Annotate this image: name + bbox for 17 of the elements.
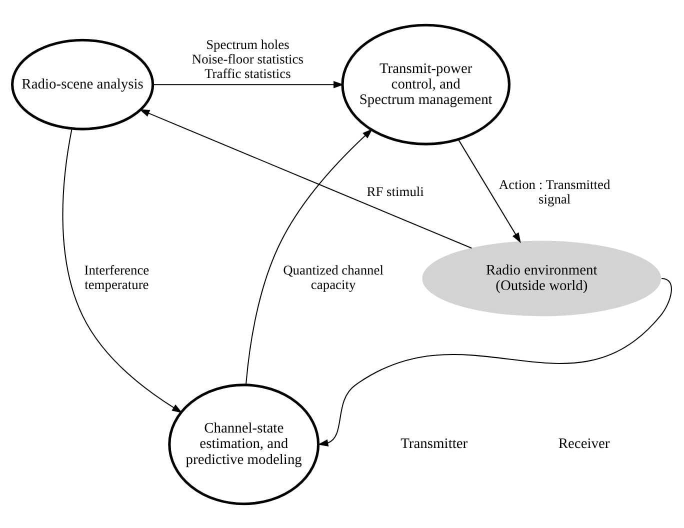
node-ellipse: Radio-scene analysis xyxy=(11,38,154,130)
edge-label: Action : Transmitted signal xyxy=(498,176,610,206)
node-ellipse: Transmit-power control, and Spectrum management xyxy=(341,23,510,145)
edge-label: Interference temperature xyxy=(84,262,150,292)
arrow xyxy=(318,277,672,446)
label: Receiver xyxy=(558,436,610,452)
edge-label: Quantized channel capacity xyxy=(283,262,384,292)
arrow xyxy=(139,108,472,248)
node-ellipse: Channel-state estimation, and predictive modeling xyxy=(168,383,320,505)
label: Transmitter xyxy=(400,436,468,452)
arrow xyxy=(62,128,182,412)
arrow xyxy=(152,80,344,88)
edge-label: Spectrum holes Noise-floor statistics Traffic statistics xyxy=(192,36,304,80)
arrow xyxy=(245,128,373,384)
edge-label: RF stimuli xyxy=(366,184,424,199)
node-ellipse: Radio environment (Outside world) xyxy=(422,240,662,316)
arrow xyxy=(458,138,521,243)
